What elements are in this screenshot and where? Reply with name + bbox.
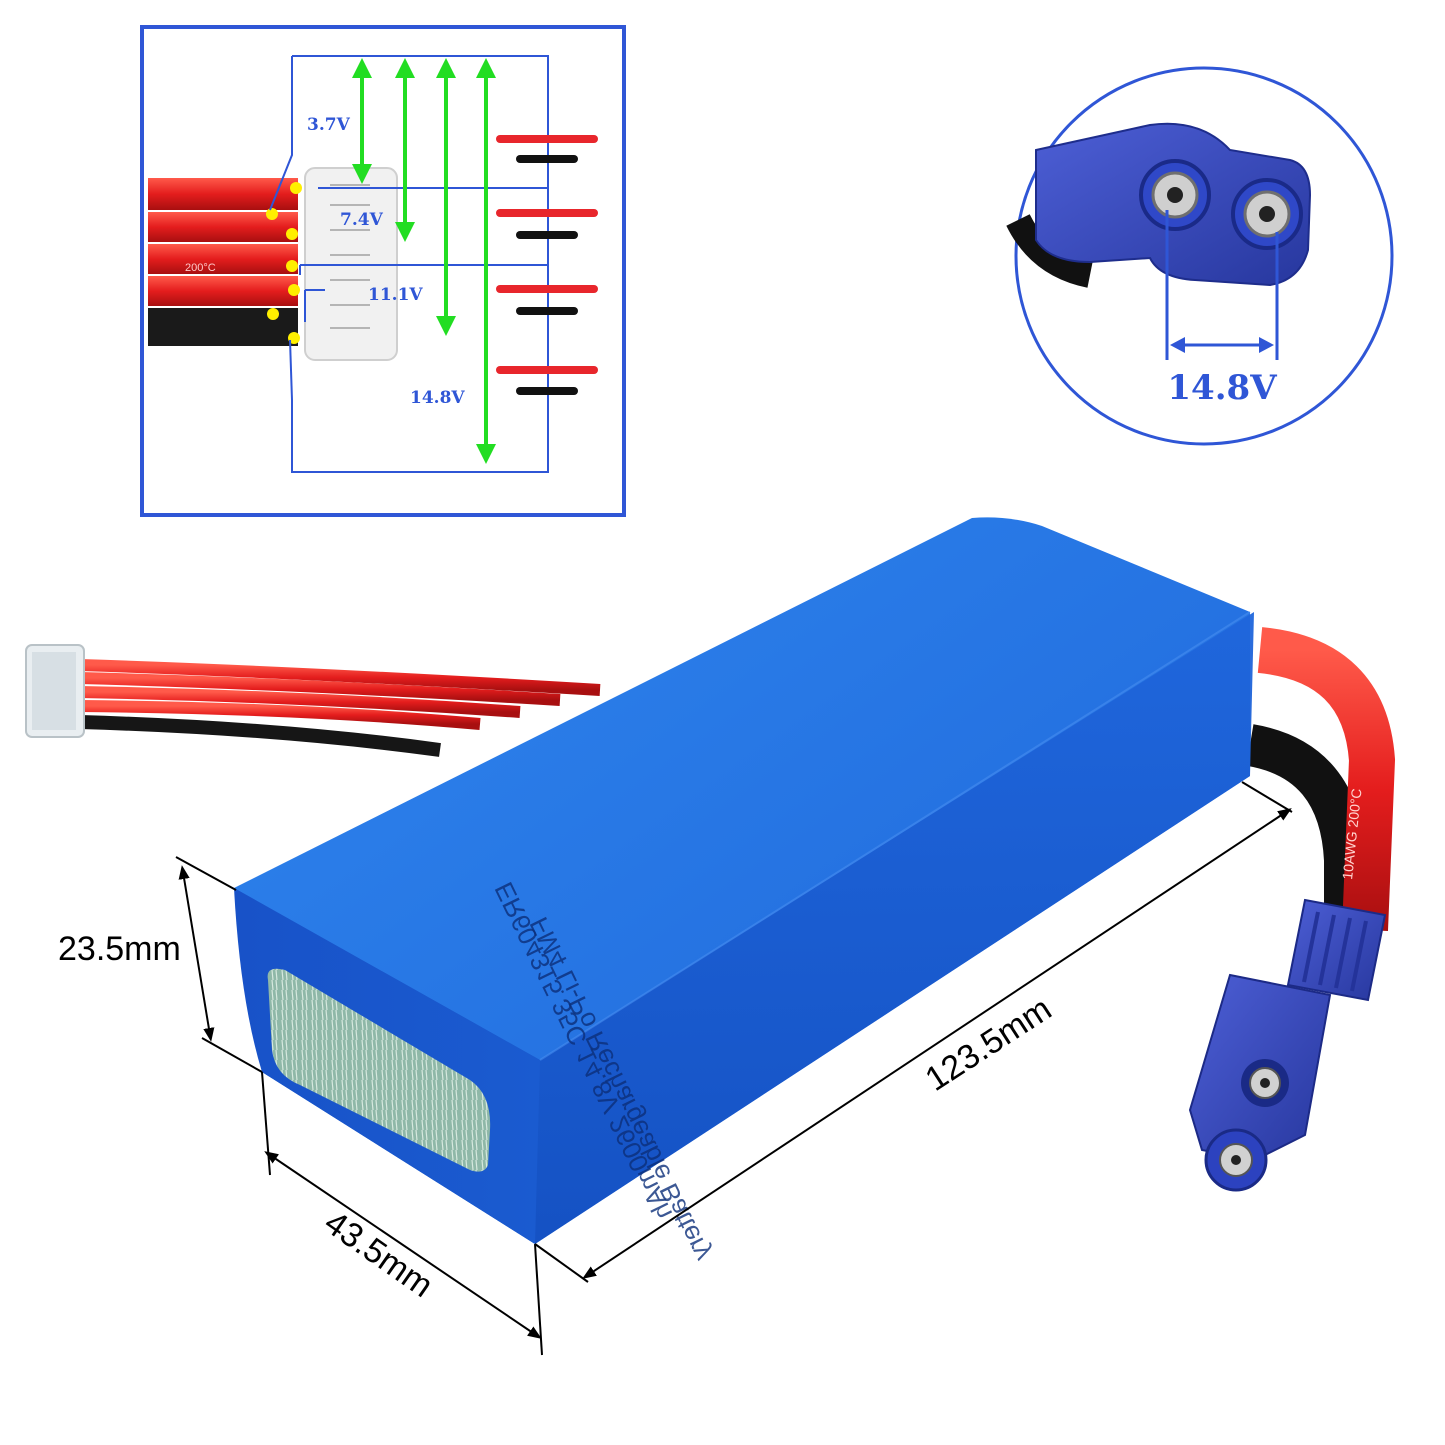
- dimension-width: 43.5mm: [317, 1203, 439, 1305]
- dimension-lines: [175, 781, 1293, 1356]
- arrow-7v4: [395, 58, 415, 242]
- label-11v1: 11.1V: [368, 285, 423, 305]
- label-3v7: 3.7V: [307, 115, 351, 135]
- arrow-3v7: [352, 58, 372, 184]
- dimension-length: 123.5mm: [919, 990, 1059, 1099]
- balance-lead: [25, 644, 601, 757]
- schematic-lines: [269, 55, 549, 473]
- callout-voltage-label: 14.8V: [1167, 368, 1277, 408]
- label-7v4: 7.4V: [340, 210, 384, 230]
- connector-callout: 14.8V: [1006, 66, 1394, 446]
- ec5-plug: [1188, 898, 1387, 1192]
- balance-wire-temp-text: 200°C: [185, 262, 216, 274]
- socket-left: [1139, 159, 1211, 231]
- callout-dimension: [1165, 210, 1279, 360]
- voltage-arrows: [352, 58, 496, 464]
- main-leads: 10AWG 200°C: [1245, 627, 1396, 931]
- balance-contact-dots: [266, 182, 302, 344]
- balance-wiring-diagram: 200°C: [140, 25, 626, 517]
- arrow-11v1: [436, 58, 456, 336]
- cell-symbols: [496, 135, 598, 395]
- arrow-14v8: [476, 58, 496, 464]
- label-14v8: 14.8V: [410, 388, 465, 408]
- dimension-height: 23.5mm: [58, 930, 181, 968]
- battery-pack: 10AWG 200°C FM4 Li-Po Rechargeable Batte…: [25, 517, 1396, 1266]
- cell-edge: [267, 968, 491, 1172]
- socket-right: [1231, 178, 1303, 250]
